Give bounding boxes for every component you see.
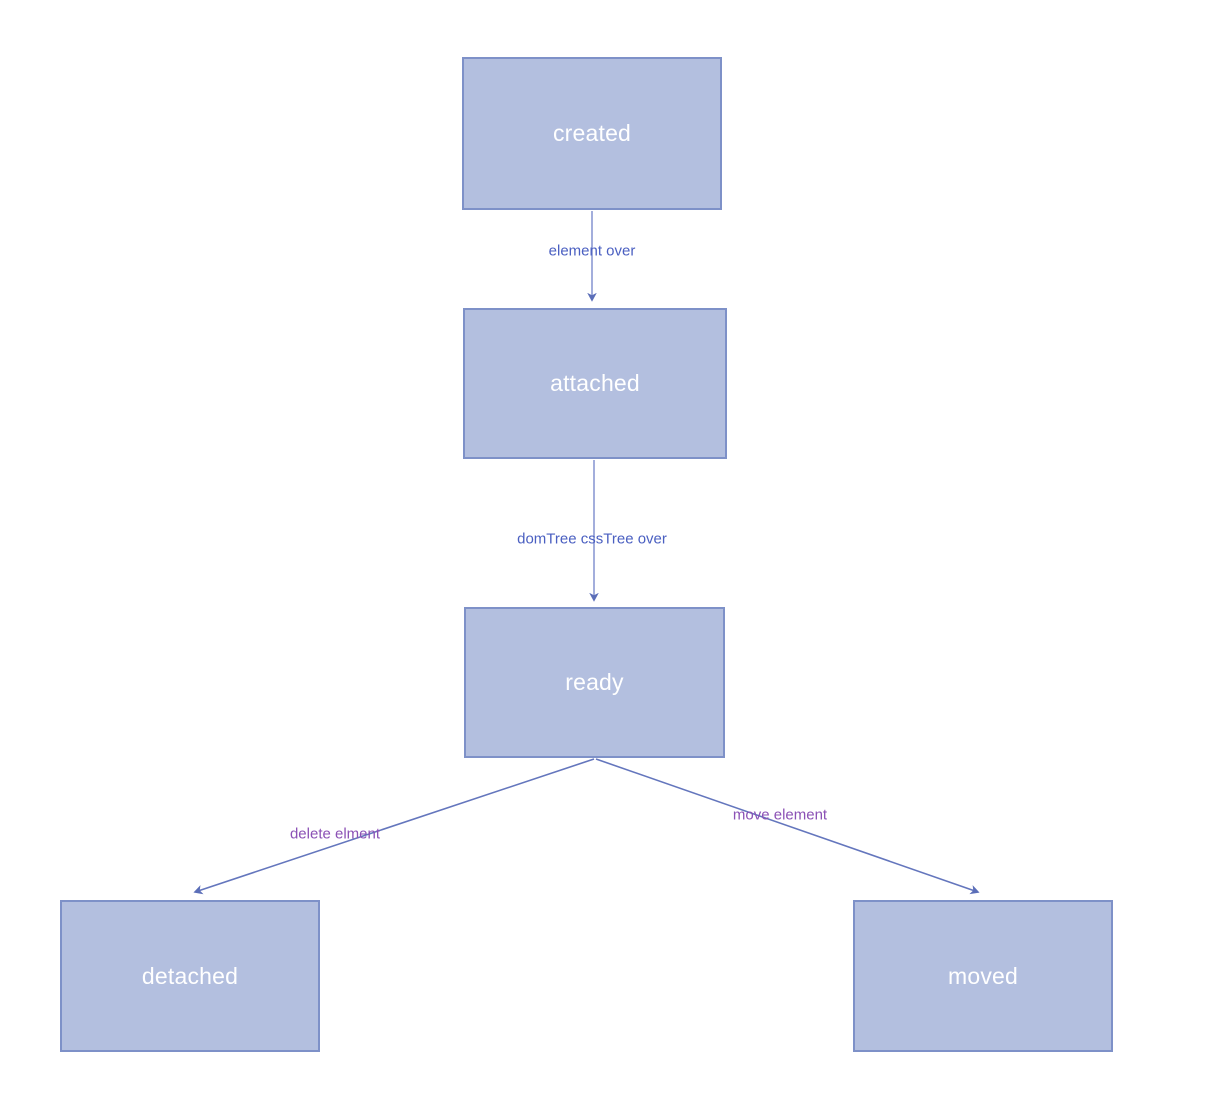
edge-label-domtree-csstree-over: domTree cssTree over: [517, 530, 667, 548]
edge-label-delete-elment: delete elment: [289, 825, 381, 843]
edge-label-element-over: element over: [548, 242, 636, 260]
node-moved-label: moved: [947, 962, 1019, 989]
edge-ready-to-detached: [193, 758, 595, 895]
edge-ready-to-moved: [595, 758, 980, 895]
node-ready-label: ready: [565, 669, 624, 695]
node-moved[interactable]: moved: [853, 900, 1113, 1052]
node-attached-label: attached: [550, 370, 640, 396]
node-detached-label: detached: [141, 962, 239, 989]
node-ready[interactable]: ready: [464, 607, 725, 758]
edge-label-move-element: move element: [732, 806, 828, 824]
node-created-label: created: [552, 120, 632, 146]
node-attached[interactable]: attached: [463, 308, 727, 459]
node-created[interactable]: created: [462, 57, 722, 210]
node-detached[interactable]: detached: [60, 900, 320, 1052]
